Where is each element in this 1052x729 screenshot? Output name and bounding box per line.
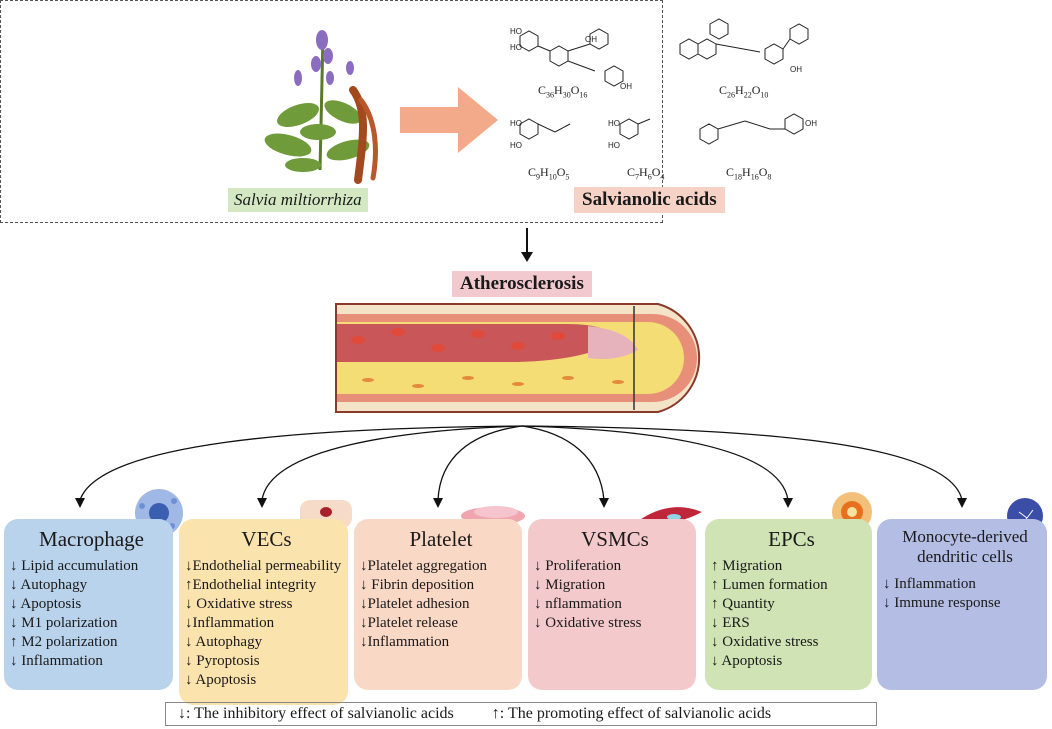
- svg-text:OH: OH: [790, 65, 802, 74]
- formula-2: C26H22O10: [719, 83, 769, 100]
- card-vecs: VECs ↓Endothelial permeability ↑Endothel…: [179, 519, 348, 705]
- formula-3: C9H10O5: [528, 165, 570, 182]
- arrow-right-icon: [400, 87, 498, 153]
- branch-arrows: [75, 425, 967, 508]
- effect-item: ↓ nflammation: [534, 596, 622, 612]
- card-epcs: EPCs ↑ Migration ↑ Lumen formation ↑ Qua…: [705, 519, 872, 690]
- effect-list: ↓Platelet aggregation ↓ Fibrin depositio…: [360, 557, 522, 652]
- legend: ↓: The inhibitory effect of salvianolic …: [165, 702, 877, 726]
- effect-item: ↓ Inflammation: [10, 653, 103, 669]
- chemical-structures: HO HO OH OH OH HO HO HO HO OH: [510, 18, 817, 150]
- svg-text:HO: HO: [510, 43, 522, 52]
- effect-item: ↓ Oxidative stress: [185, 596, 293, 612]
- legend-promote: ↑: The promoting effect of salvianolic a…: [491, 705, 772, 722]
- effect-item: ↓ Pyroptosis: [185, 653, 260, 669]
- artery-illustration: [335, 303, 701, 413]
- effect-list: ↓ Lipid accumulation ↓ Autophagy ↓ Apopt…: [10, 557, 173, 671]
- formula-1: C36H30O16: [538, 83, 588, 100]
- effect-item: ↓Inflammation: [360, 634, 450, 650]
- effect-item: ↑ M2 polarization: [10, 634, 118, 650]
- formula-5: C18H16O8: [726, 165, 772, 182]
- acids-label: Salvianolic acids: [574, 187, 725, 213]
- effect-item: ↓ Inflammation: [883, 576, 976, 592]
- effect-item: ↓Inflammation: [185, 615, 275, 631]
- card-title: Macrophage: [39, 527, 144, 551]
- effect-item: ↓ Autophagy: [185, 634, 263, 650]
- effect-item: ↓ Proliferation: [534, 558, 622, 574]
- effect-item: ↓Platelet release: [360, 615, 458, 631]
- svg-text:HO: HO: [608, 141, 620, 150]
- effect-item: ↓ Apoptosis: [711, 653, 783, 669]
- svg-text:OH: OH: [620, 82, 632, 91]
- svg-text:OH: OH: [805, 119, 817, 128]
- effect-item: ↓Platelet aggregation: [360, 558, 488, 574]
- effect-item: ↓ Immune response: [883, 595, 1001, 611]
- effect-item: ↓ M1 polarization: [10, 615, 118, 631]
- effect-item: ↓ Fibrin deposition: [360, 577, 475, 593]
- effect-item: ↓ Apoptosis: [185, 672, 257, 688]
- effect-item: ↓ Migration: [534, 577, 606, 593]
- card-macrophage: Macrophage ↓ Lipid accumulation ↓ Autoph…: [4, 519, 173, 690]
- effect-item: ↓ Oxidative stress: [711, 634, 819, 650]
- effect-item: ↓ ERS: [711, 615, 750, 631]
- card-title: Platelet: [409, 527, 473, 551]
- effect-item: ↑ Migration: [711, 558, 783, 574]
- svg-text:OH: OH: [585, 35, 597, 44]
- plant-name: Salvia miltiorrhiza: [228, 188, 368, 212]
- effect-item: ↑ Lumen formation: [711, 577, 828, 593]
- effect-item: ↓Endothelial permeability: [185, 558, 342, 574]
- svg-text:HO: HO: [510, 27, 522, 36]
- disease-label: Atherosclerosis: [452, 271, 592, 297]
- source-panel: [0, 0, 663, 223]
- effect-list: ↓ Inflammation ↓ Immune response: [883, 575, 1047, 613]
- effect-list: ↑ Migration ↑ Lumen formation ↑ Quantity…: [711, 557, 872, 671]
- effect-item: ↓ Oxidative stress: [534, 615, 642, 631]
- plant-illustration: [264, 30, 378, 184]
- svg-text:HO: HO: [608, 119, 620, 128]
- card-platelet: Platelet ↓Platelet aggregation ↓ Fibrin …: [354, 519, 522, 690]
- svg-text:HO: HO: [510, 141, 522, 150]
- arrow-down-icon: [521, 228, 533, 262]
- effect-list: ↓Endothelial permeability ↑Endothelial i…: [185, 557, 348, 690]
- effect-item: ↑Endothelial integrity: [185, 577, 317, 593]
- card-title: VSMCs: [581, 527, 649, 551]
- effect-item: ↓ Lipid accumulation: [10, 558, 139, 574]
- card-vsmcs: VSMCs ↓ Proliferation ↓ Migration ↓ nfla…: [528, 519, 696, 690]
- card-title: Monocyte-derived dendritic cells: [902, 527, 1028, 566]
- effect-item: ↓Platelet adhesion: [360, 596, 470, 612]
- effect-list: ↓ Proliferation ↓ Migration ↓ nflammatio…: [534, 557, 696, 633]
- effect-item: ↑ Quantity: [711, 596, 775, 612]
- svg-text:HO: HO: [510, 119, 522, 128]
- card-title: EPCs: [768, 527, 815, 551]
- effect-item: ↓ Apoptosis: [10, 596, 82, 612]
- formula-4: C7H6O4: [627, 165, 665, 182]
- card-dendritic-cells: Monocyte-derived dendritic cells ↓ Infla…: [877, 519, 1047, 690]
- card-title: VECs: [241, 527, 292, 551]
- effect-item: ↓ Autophagy: [10, 577, 88, 593]
- legend-inhibit: ↓: The inhibitory effect of salvianolic …: [178, 705, 454, 722]
